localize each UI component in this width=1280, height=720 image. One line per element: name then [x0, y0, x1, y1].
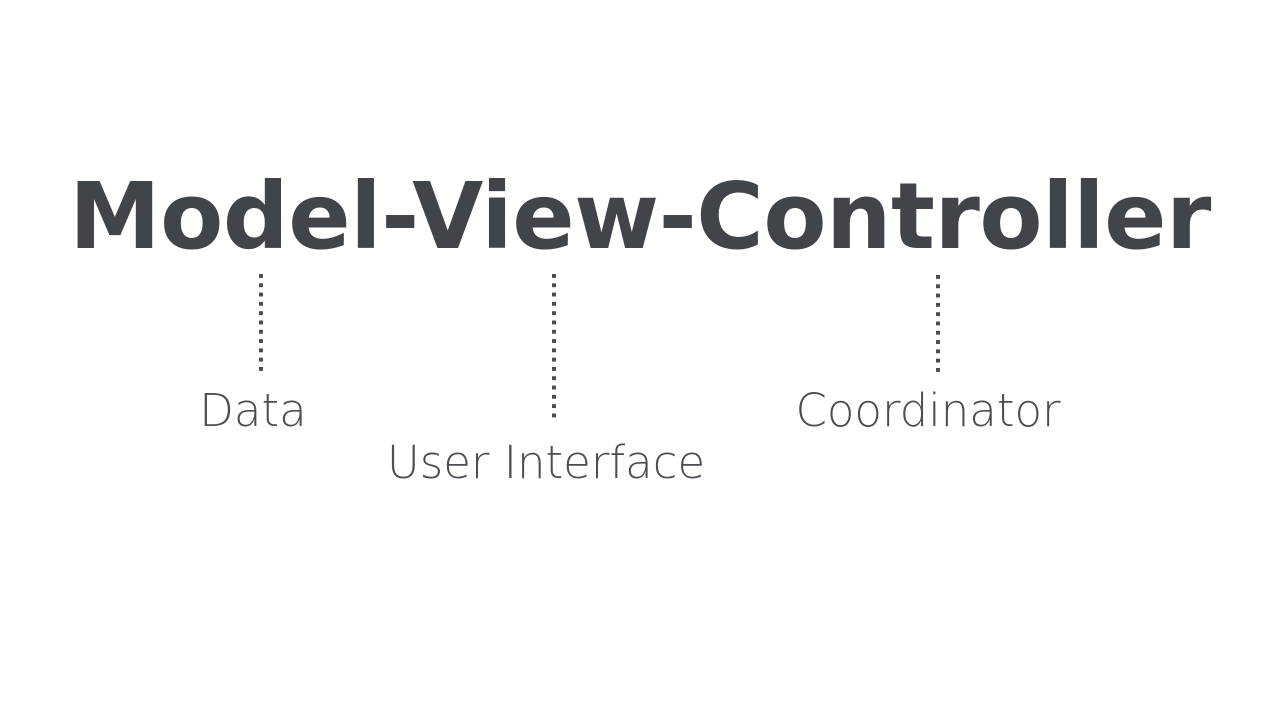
connector-dotted-line-controller	[936, 275, 940, 372]
page-title: Model-View-Controller	[69, 163, 1211, 270]
annotation-label-controller: Coordinator	[795, 384, 1061, 437]
annotation-label-view: User Interface	[386, 436, 706, 489]
connector-dotted-line-model	[259, 274, 263, 373]
annotation-label-model: Data	[199, 384, 307, 437]
connector-dotted-line-view	[552, 274, 556, 421]
